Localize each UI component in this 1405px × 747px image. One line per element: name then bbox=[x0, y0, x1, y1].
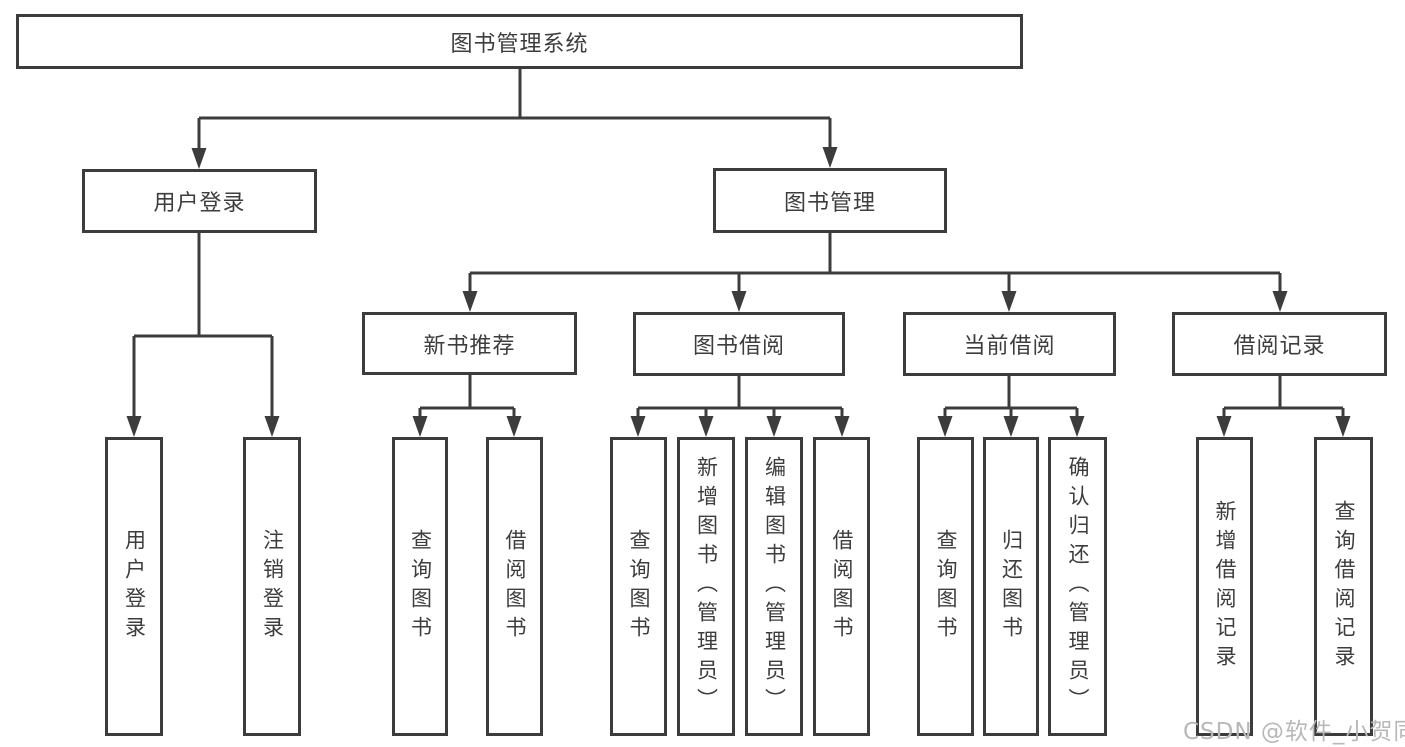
node-root: 图书管理系统 bbox=[16, 14, 1023, 69]
leaf-borrow-books-borrow: 借阅图书 bbox=[813, 437, 870, 736]
leaf-query-borrow-record: 查询借阅记录 bbox=[1314, 437, 1373, 736]
leaf-confirm-return-admin: 确认归还（管理员） bbox=[1048, 437, 1107, 736]
leaf-user-login: 用户登录 bbox=[105, 437, 163, 736]
leaf-query-books-recommend: 查询图书 bbox=[392, 437, 448, 736]
node-current-borrow: 当前借阅 bbox=[903, 312, 1116, 376]
leaf-return-book: 归还图书 bbox=[983, 437, 1039, 736]
node-borrow-records: 借阅记录 bbox=[1172, 312, 1387, 376]
node-new-book-recommend: 新书推荐 bbox=[362, 312, 577, 375]
leaf-logout: 注销登录 bbox=[243, 437, 301, 736]
leaf-borrow-books-recommend: 借阅图书 bbox=[486, 437, 543, 736]
node-book-management: 图书管理 bbox=[713, 168, 947, 233]
leaf-add-borrow-record: 新增借阅记录 bbox=[1196, 437, 1253, 736]
watermark: CSDN @软件_小贺同学 bbox=[1183, 719, 1405, 745]
leaf-query-books-current: 查询图书 bbox=[917, 437, 974, 736]
leaf-add-book-admin: 新增图书（管理员） bbox=[677, 437, 735, 736]
node-book-borrow: 图书借阅 bbox=[633, 312, 845, 376]
leaf-edit-book-admin: 编辑图书（管理员） bbox=[745, 437, 803, 736]
node-user-login: 用户登录 bbox=[82, 169, 317, 233]
leaf-query-books-borrow: 查询图书 bbox=[610, 437, 667, 736]
connector-path bbox=[132, 69, 1345, 418]
arrowhead-icons bbox=[126, 147, 1351, 437]
